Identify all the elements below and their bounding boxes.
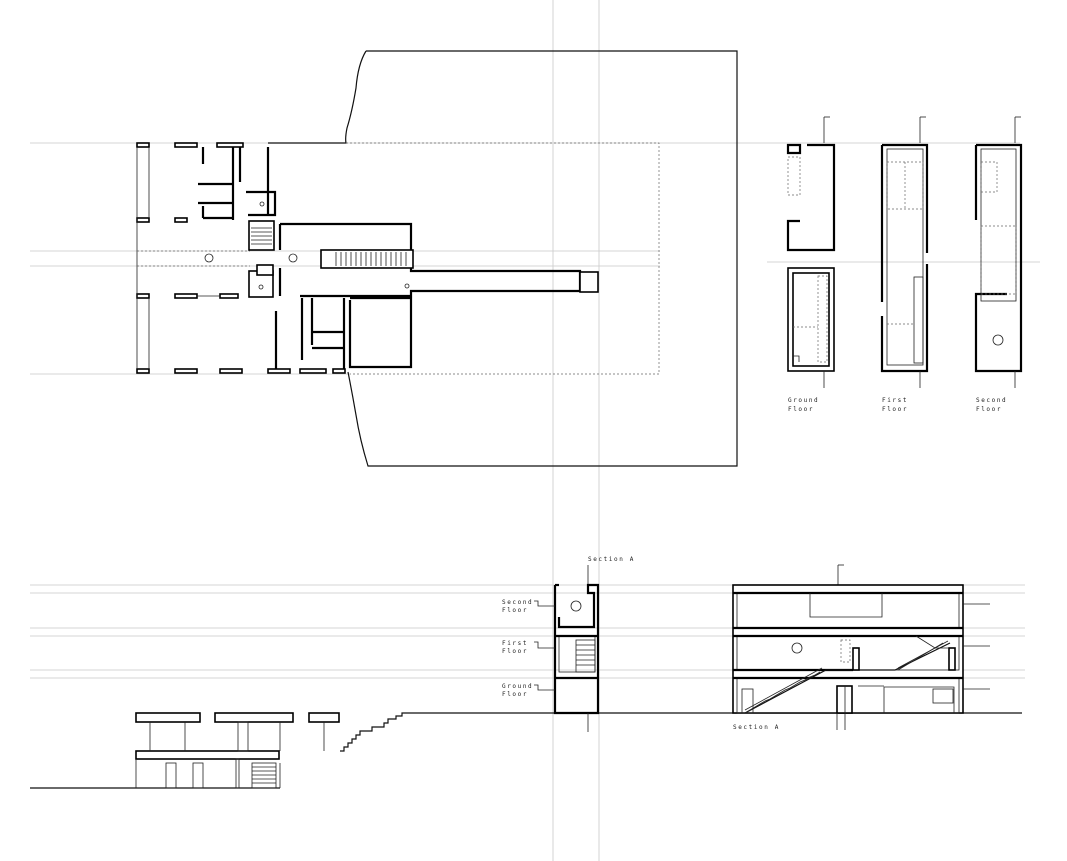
first-floor-label-line1: First xyxy=(882,397,908,404)
section-ground-floor-line1: Ground xyxy=(502,683,533,690)
ground-floor-label-line2: Floor xyxy=(788,406,814,413)
section-a-title-bottom: Section A xyxy=(733,724,780,731)
second-floor-label-line2: Floor xyxy=(976,406,1002,413)
site-boundary xyxy=(347,50,738,467)
lower-rooms xyxy=(248,264,413,369)
section-second-floor-line2: Floor xyxy=(502,607,528,614)
section-a-title-top: Section A xyxy=(588,556,635,563)
stair-treads-upper xyxy=(251,227,272,245)
tower-stair-treads xyxy=(576,644,595,666)
site-section xyxy=(30,712,1022,789)
lot-outline xyxy=(346,142,660,375)
section-stair xyxy=(744,640,951,714)
building-section: Section A xyxy=(732,564,990,731)
first-floor-label-line2: Floor xyxy=(882,406,908,413)
section-first-floor-line2: Floor xyxy=(502,648,528,655)
ground-floor-label-line1: Ground xyxy=(788,397,819,404)
first-floor-plan: First Floor xyxy=(880,116,929,413)
gallery-ramp-treads xyxy=(335,252,407,266)
section-second-floor-line1: Second xyxy=(502,599,533,606)
ground-floor-plan: Ground Floor xyxy=(786,116,836,413)
upper-rooms xyxy=(198,147,298,263)
site-section-stair xyxy=(252,766,276,784)
colonnade-top xyxy=(136,142,346,374)
site-break-line-top xyxy=(268,50,367,144)
tower-section-a: Section A Second Floor First Floor Groun… xyxy=(502,556,635,732)
guide-lines xyxy=(30,0,1040,861)
second-floor-plan: Second Floor xyxy=(974,116,1023,413)
central-gallery xyxy=(278,222,599,298)
second-floor-label-line1: Second xyxy=(976,397,1007,404)
site-plan xyxy=(136,50,738,467)
section-first-floor-line1: First xyxy=(502,640,528,647)
section-ground-floor-line2: Floor xyxy=(502,691,528,698)
